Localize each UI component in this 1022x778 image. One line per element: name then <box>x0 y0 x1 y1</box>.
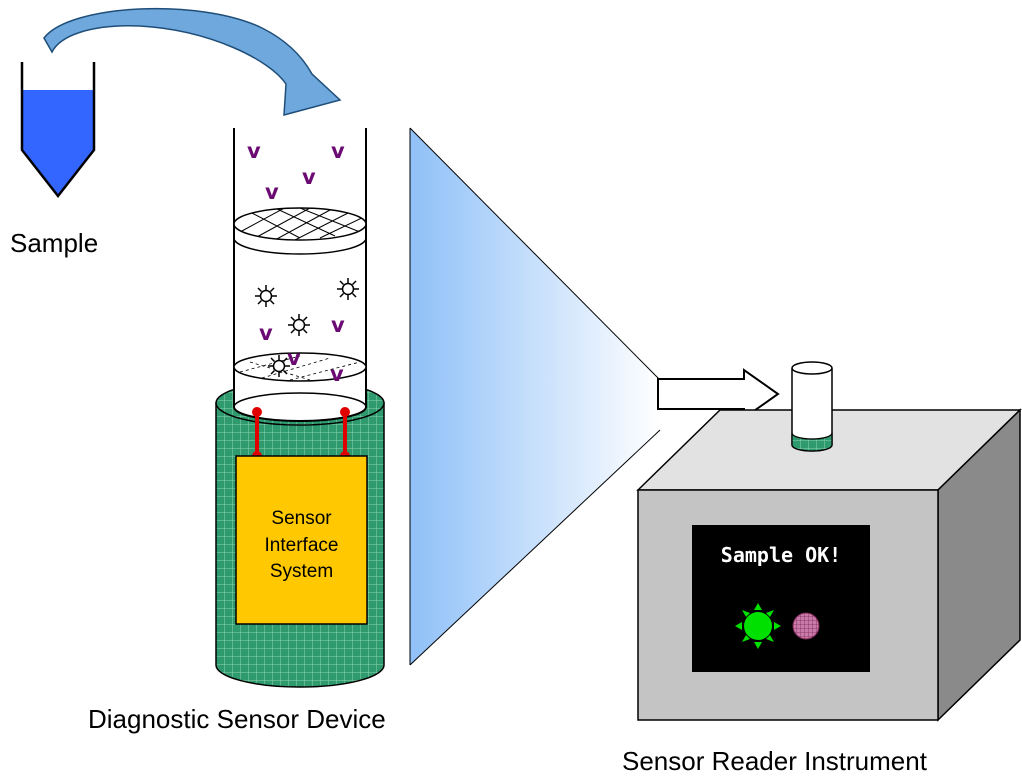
analyte-markers: v v v v v v v v <box>247 139 345 386</box>
sample-tube <box>20 62 96 199</box>
analyte-marker: v <box>331 139 345 163</box>
sample-liquid <box>23 90 93 195</box>
sensor-interface-system: Sensor Interface System <box>235 455 368 625</box>
cartridge-tube <box>233 128 367 422</box>
upper-filter <box>233 207 367 255</box>
interface-label-line1: Sensor <box>271 508 332 529</box>
sun-icon <box>336 277 360 301</box>
sun-icon <box>254 284 278 308</box>
indicator-on-icon <box>735 603 781 649</box>
analyte-marker: v <box>259 321 273 345</box>
analyte-marker: v <box>330 362 344 386</box>
instrument-screen: Sample OK! <box>692 525 870 672</box>
indicator-off-icon <box>792 612 820 640</box>
lower-filter <box>233 352 367 382</box>
analyte-marker: v <box>287 346 301 370</box>
insert-arrow <box>657 368 780 420</box>
analyte-marker: v <box>265 180 279 204</box>
device-label: Diagnostic Sensor Device <box>88 704 386 734</box>
analyte-marker: v <box>247 139 261 163</box>
analyte-marker: v <box>302 165 316 189</box>
interface-label-line3: System <box>270 561 333 582</box>
sample-label: Sample <box>10 228 98 258</box>
magnification-beam <box>410 128 660 665</box>
interface-label-line2: Interface <box>265 535 339 556</box>
inserted-cartridge <box>791 361 833 452</box>
transfer-arrow <box>43 7 342 116</box>
reader-label: Sensor Reader Instrument <box>622 746 928 776</box>
screen-message: Sample OK! <box>721 543 841 567</box>
sun-icon <box>267 354 291 378</box>
analyte-marker: v <box>331 313 345 337</box>
sun-icon <box>287 313 311 337</box>
